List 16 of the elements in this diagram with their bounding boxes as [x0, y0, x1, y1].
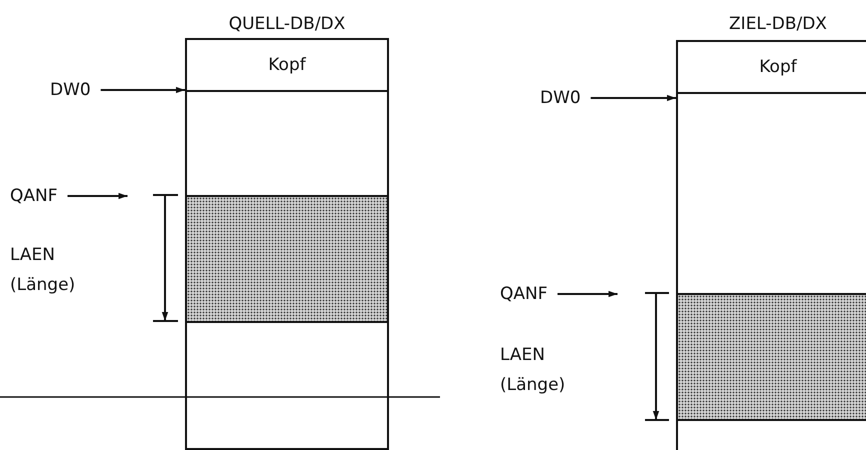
shaded-area [187, 195, 387, 323]
header-text: Kopf [759, 57, 797, 77]
pointer-label: DW0 [50, 80, 91, 100]
pointer-label: DW0 [540, 88, 581, 108]
block-title: QUELL-DB/DX [228, 14, 346, 34]
arrow [100, 86, 185, 94]
header-text: Kopf [268, 55, 306, 75]
length-label: LAEN (Länge) [10, 244, 76, 297]
arrow [590, 94, 676, 102]
length-label: LAEN (Länge) [500, 344, 566, 397]
arrow [68, 192, 128, 200]
block-title: ZIEL-DB/DX [728, 14, 828, 34]
arrow [558, 290, 618, 298]
pointer-label: QANF [10, 186, 58, 206]
pointer-label: QANF [500, 284, 548, 304]
shaded-area [678, 293, 866, 421]
